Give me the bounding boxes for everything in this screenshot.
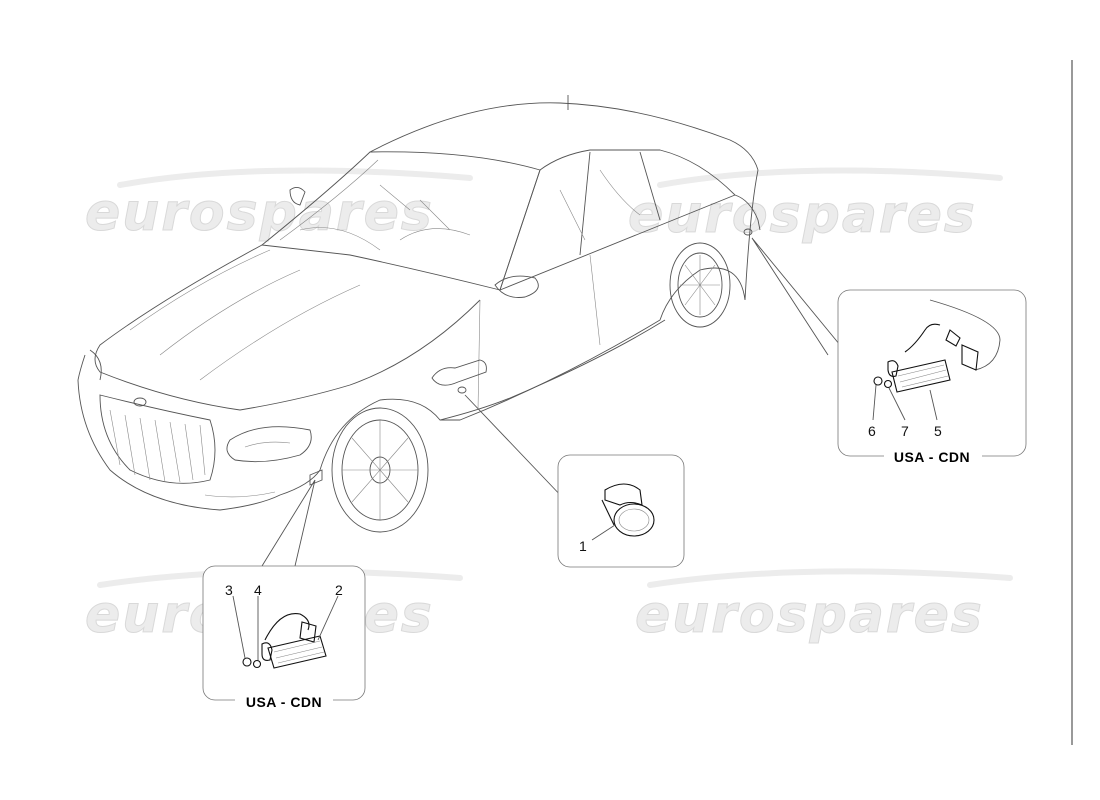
part-number-1: 1 [579, 538, 587, 554]
part-number-3: 3 [225, 582, 233, 598]
car-outline [77, 95, 761, 533]
side-repeater-callout: 1 [557, 454, 685, 568]
part-number-7: 7 [901, 423, 909, 439]
rear-marker-region-label: USA - CDN [894, 449, 970, 465]
front-marker-region-label: USA - CDN [246, 694, 322, 710]
watermark-bottom-right: eurospares [635, 585, 984, 645]
watermark-layer: eurospares eurospares eurospares eurospa… [85, 167, 1013, 646]
watermark-top-right: eurospares [628, 185, 977, 245]
watermark-top-left: eurospares [85, 183, 434, 243]
part-number-5: 5 [934, 423, 942, 439]
rear-marker-callout: 6 7 5 USA - CDN [837, 289, 1027, 465]
front-marker-callout: 3 4 2 USA - CDN [202, 565, 366, 710]
leader-lines [261, 237, 841, 567]
part-number-6: 6 [868, 423, 876, 439]
part-number-4: 4 [254, 582, 262, 598]
part-number-2: 2 [335, 582, 343, 598]
